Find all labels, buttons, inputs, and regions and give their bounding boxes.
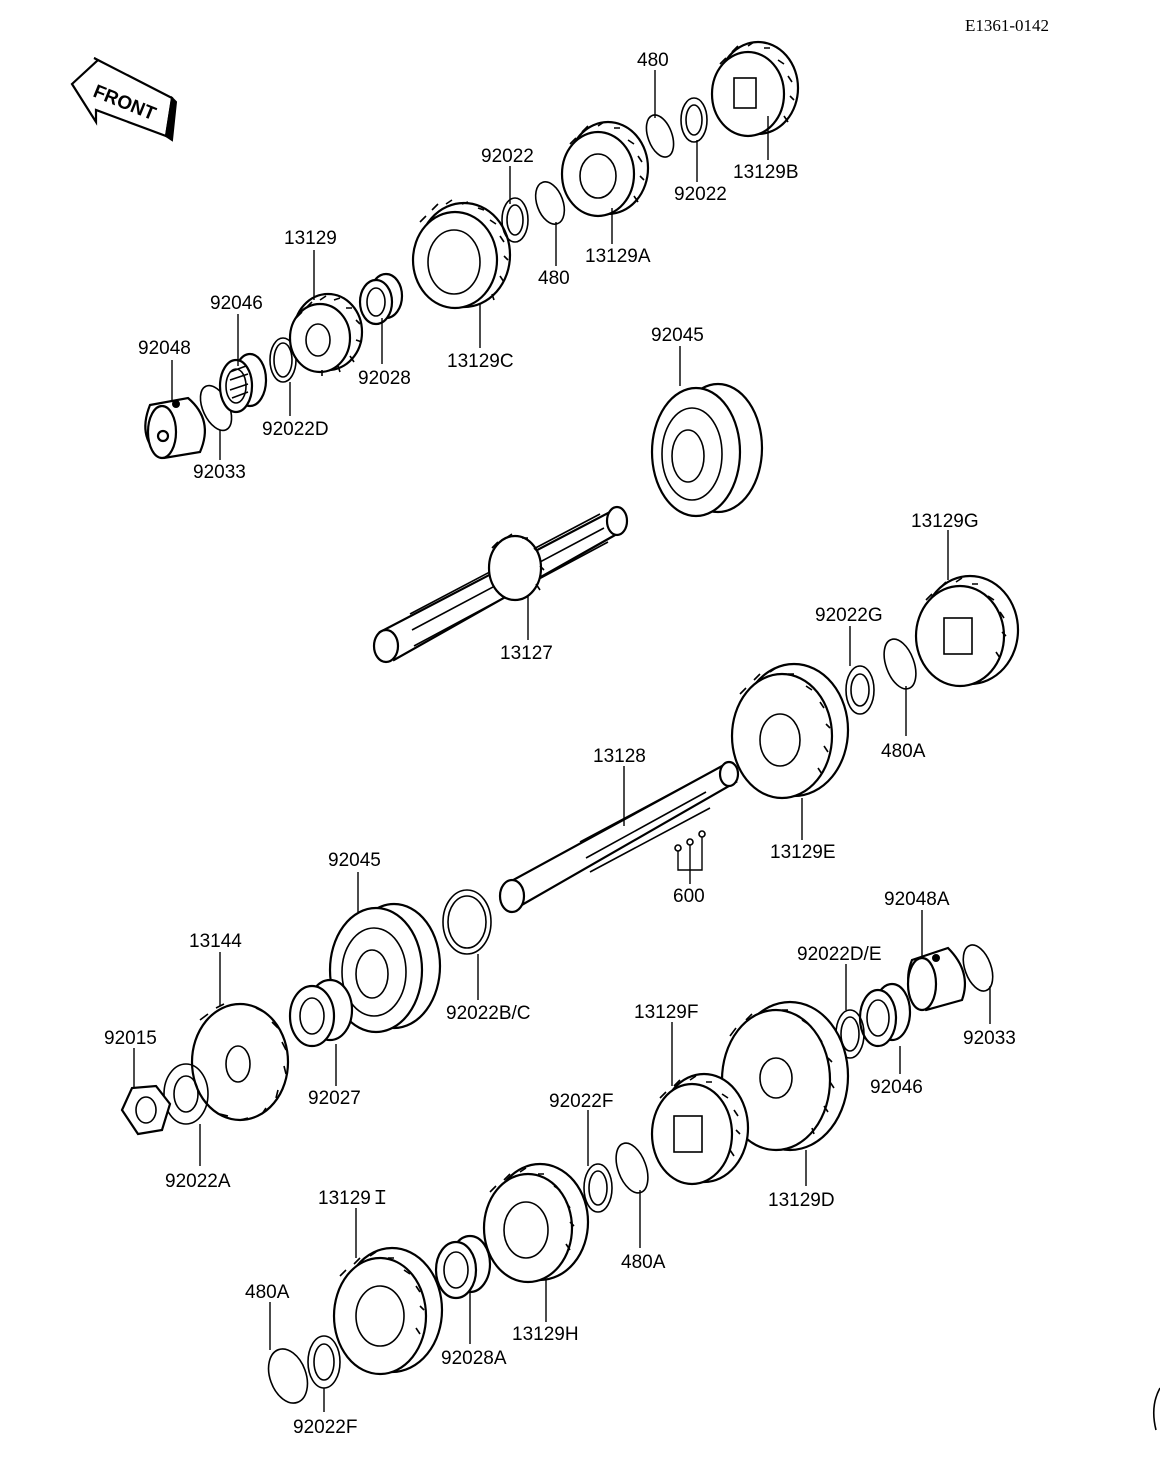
part-92045-bearing-top — [650, 382, 764, 518]
part-13129G-gear — [914, 574, 1020, 688]
part-92046-bearing — [218, 352, 268, 414]
label-13129B: 13129B — [733, 162, 799, 183]
label-92028: 92028 — [358, 368, 411, 389]
part-92022BC-washer — [442, 889, 492, 955]
label-92022F-mid: 92022F — [549, 1091, 613, 1112]
part-13129-gear — [288, 292, 364, 376]
label-480-top: 480 — [637, 50, 669, 71]
part-13129H-gear — [482, 1162, 590, 1284]
part-480A-circlip-bottom — [267, 1348, 309, 1404]
leader-lines — [133, 70, 991, 1412]
label-92022F-bottom: 92022F — [293, 1417, 357, 1438]
part-92027-collar — [288, 978, 354, 1048]
part-13144-sprocket — [190, 1002, 290, 1122]
part-labels: 480 13129B 92022 92022 480 13129A 13129 … — [104, 50, 1016, 1438]
label-13127: 13127 — [500, 643, 553, 664]
part-480A-circlip-right — [883, 638, 917, 690]
label-92022G: 92022G — [815, 605, 883, 626]
part-13129D-gear — [720, 1000, 850, 1152]
part-92022G-washer — [845, 665, 875, 715]
part-92022-washer-right — [680, 97, 708, 143]
label-92022-top: 92022 — [481, 146, 534, 167]
label-13144: 13144 — [189, 931, 242, 952]
part-13127-shaft — [372, 505, 629, 664]
label-480-mid: 480 — [538, 268, 570, 289]
label-13129: 13129 — [284, 228, 337, 249]
part-92046-bearing-bottom — [858, 982, 912, 1048]
part-92022-washer — [501, 197, 529, 243]
label-92033-bottom: 92033 — [963, 1028, 1016, 1049]
label-480A-right: 480A — [881, 741, 926, 762]
label-92022-top-right: 92022 — [674, 184, 727, 205]
part-13129F-gear — [650, 1072, 750, 1186]
label-92046-bottom: 92046 — [870, 1077, 923, 1098]
part-13128-shaft — [498, 760, 740, 914]
front-arrow-icon: FRONT — [70, 57, 178, 142]
part-600-pins — [674, 830, 706, 884]
label-92048: 92048 — [138, 338, 191, 359]
part-480-circlip-top — [645, 114, 675, 158]
label-92022A: 92022A — [165, 1171, 231, 1192]
label-13129E: 13129E — [770, 842, 836, 863]
label-13129C: 13129C — [447, 351, 514, 372]
label-13129I: 13129Ｉ — [318, 1188, 390, 1209]
part-92022F-washer-bottom — [307, 1335, 341, 1389]
part-480A-circlip-mid — [615, 1142, 649, 1194]
part-13129B-gear — [710, 40, 800, 138]
part-92015-nut — [120, 1084, 172, 1136]
part-480-circlip — [534, 181, 566, 225]
label-92045-top: 92045 — [651, 325, 704, 346]
part-13129A-gear — [560, 120, 650, 218]
label-13129G: 13129G — [911, 511, 979, 532]
edge-mark — [1152, 1387, 1160, 1431]
part-92022A-washer — [163, 1063, 209, 1125]
label-92033-top: 92033 — [193, 462, 246, 483]
label-92022D: 92022D — [262, 419, 329, 440]
label-92027: 92027 — [308, 1088, 361, 1109]
label-13128: 13128 — [593, 746, 646, 767]
label-600: 600 — [673, 886, 705, 907]
part-92048A-cup — [906, 946, 966, 1012]
label-13129F: 13129F — [634, 1002, 698, 1023]
part-13129C-gear — [411, 199, 512, 310]
label-13129D: 13129D — [768, 1190, 835, 1211]
label-480A-mid: 480A — [621, 1252, 666, 1273]
label-92045-bottom: 92045 — [328, 850, 381, 871]
label-92015: 92015 — [104, 1028, 157, 1049]
label-92028A: 92028A — [441, 1348, 507, 1369]
label-480A-bottom: 480A — [245, 1282, 290, 1303]
diagram-code: E1361-0142 — [965, 16, 1049, 35]
part-92048-cup — [144, 396, 206, 460]
part-92022F-washer-mid — [583, 1163, 613, 1213]
label-13129H: 13129H — [512, 1324, 579, 1345]
part-13129E-gear — [730, 662, 850, 800]
label-92022DE: 92022D/E — [797, 944, 882, 965]
label-92048A: 92048A — [884, 889, 950, 910]
part-13129I-gear — [332, 1246, 444, 1376]
label-92022BC: 92022B/C — [446, 1003, 531, 1024]
label-92046-top: 92046 — [210, 293, 263, 314]
part-92028-sleeve — [358, 272, 404, 326]
part-92045-bearing-bottom — [328, 902, 442, 1034]
part-92028A-sleeve — [434, 1234, 492, 1300]
label-13129A: 13129A — [585, 246, 651, 267]
part-92033-snap-ring-bottom — [962, 944, 994, 992]
